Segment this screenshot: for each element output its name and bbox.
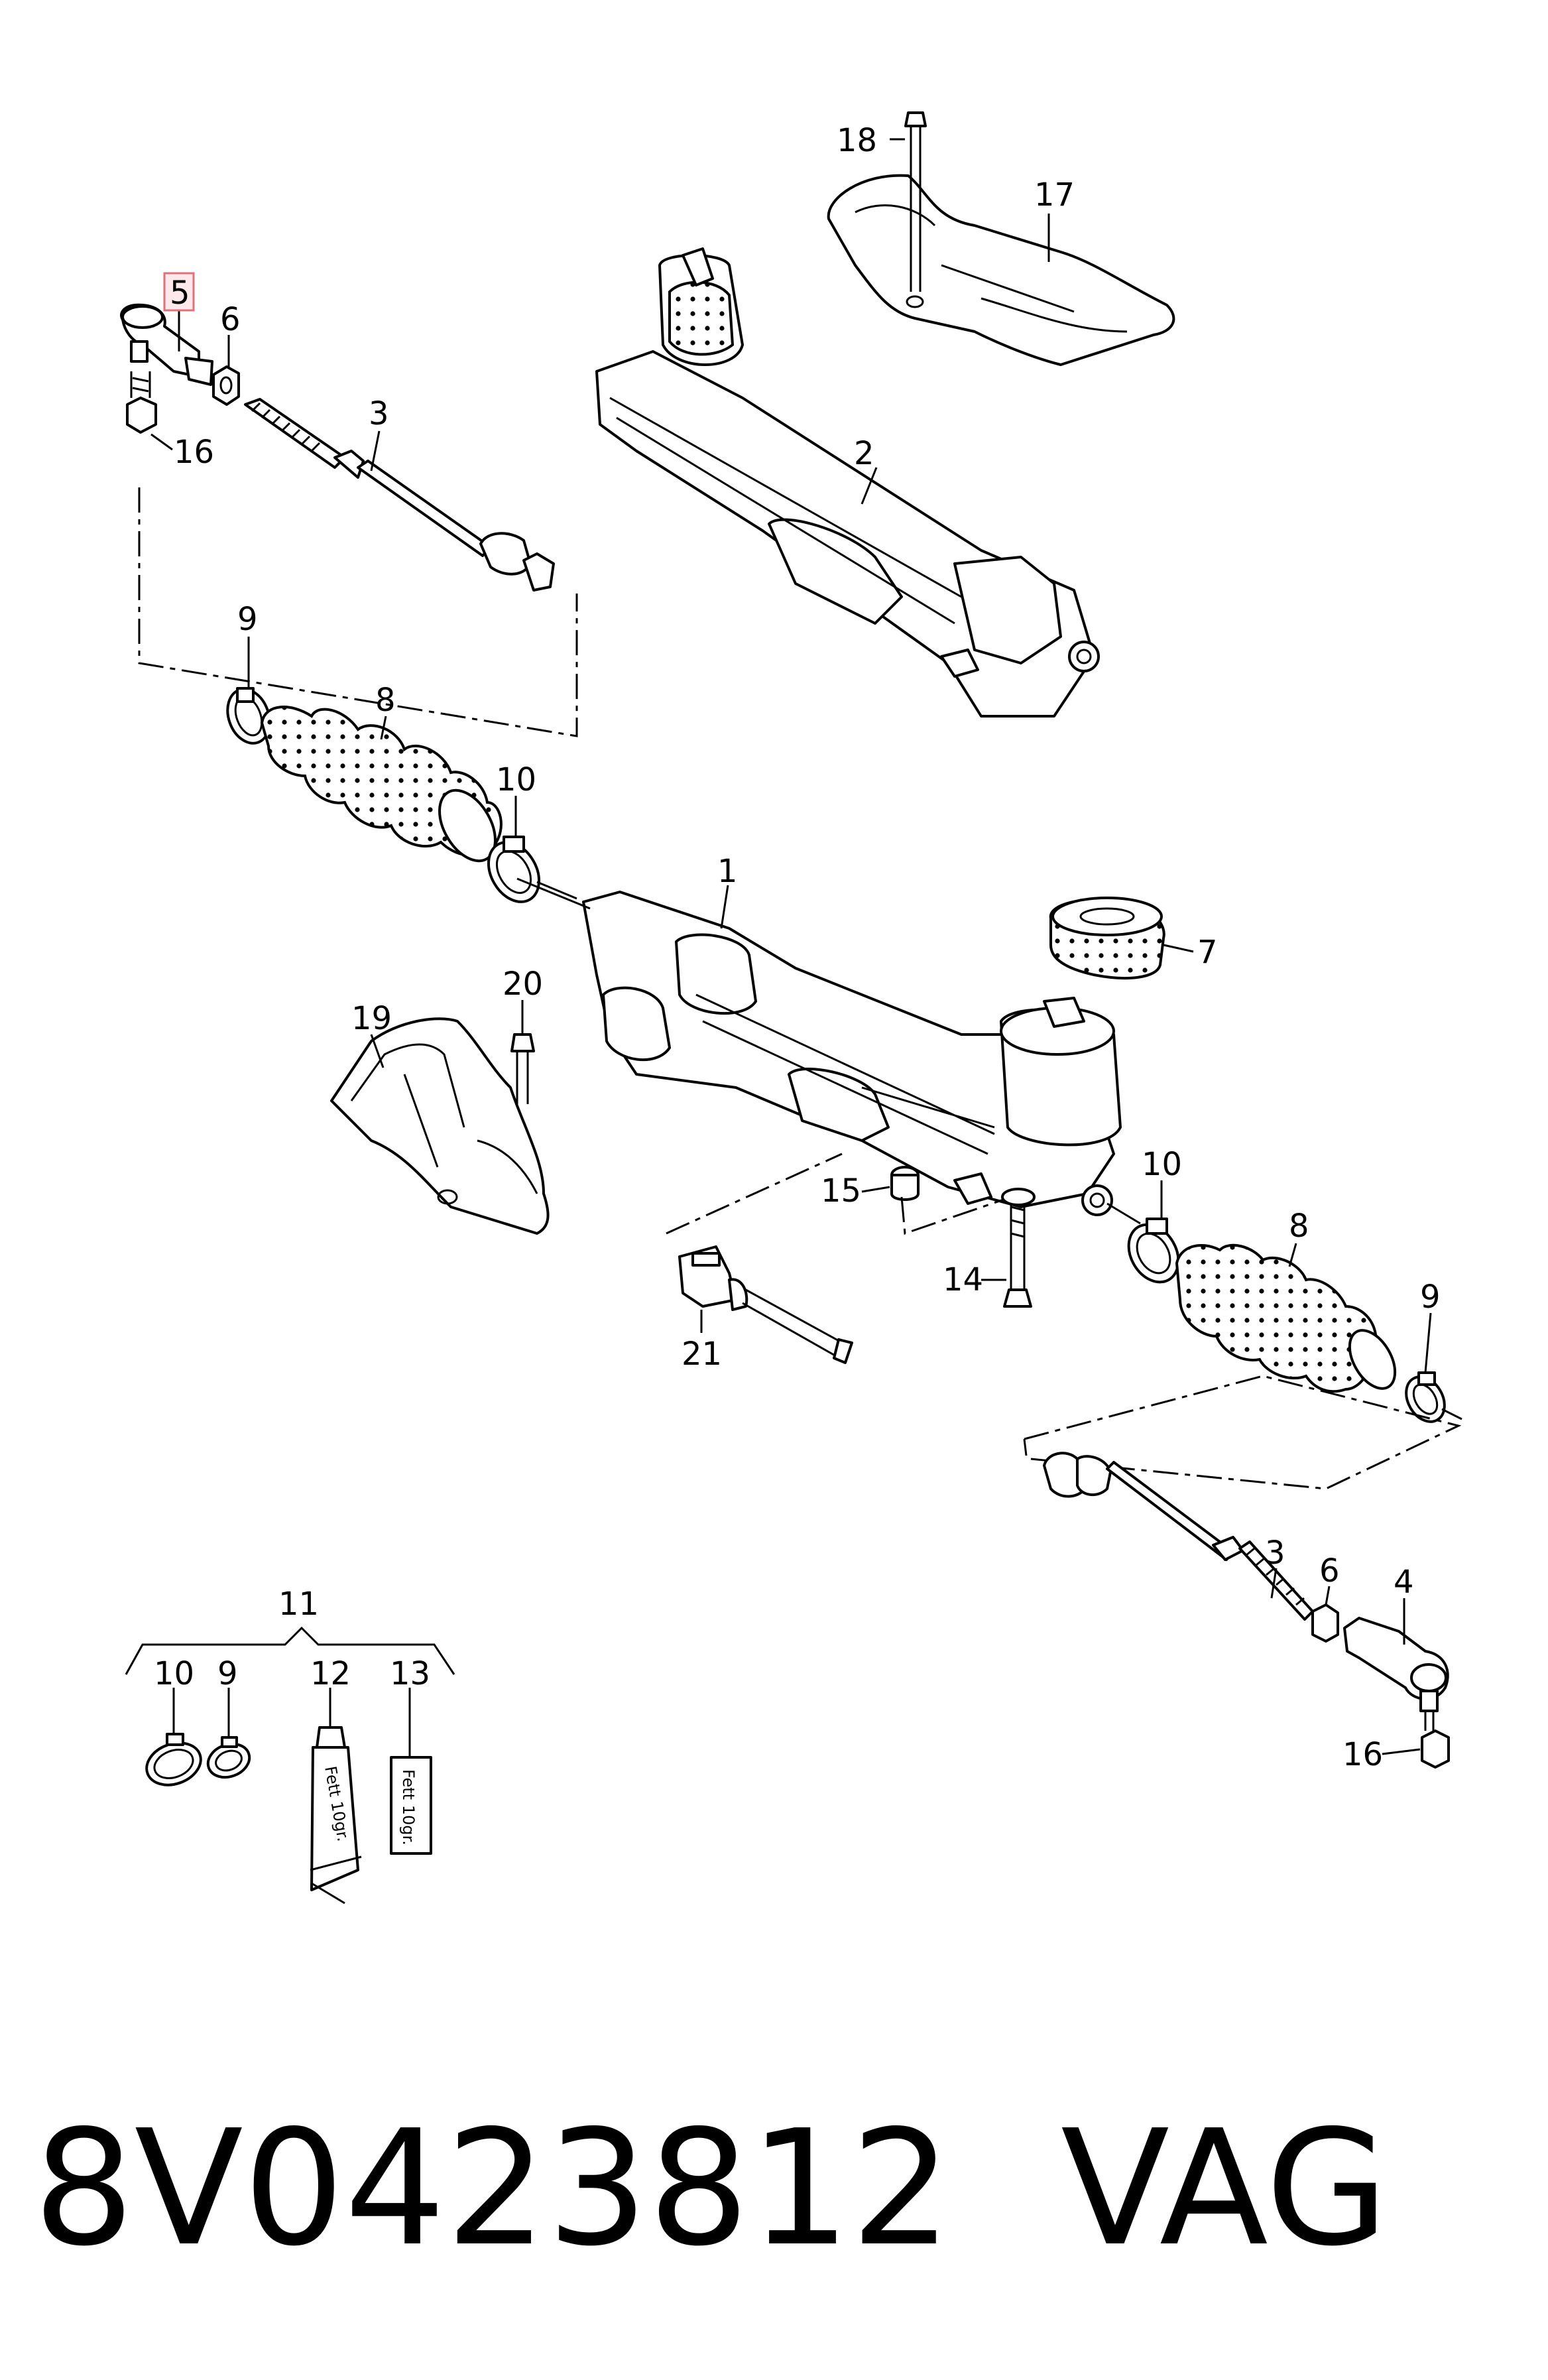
part-info-footer: 8V0423812 VAG: [33, 2089, 1525, 2301]
callout-10-kit[interactable]: 10: [154, 1655, 194, 1692]
callout-19[interactable]: 19: [351, 1000, 392, 1037]
clip-9-right[interactable]: [1398, 1370, 1452, 1428]
nut-16-left[interactable]: [126, 371, 157, 434]
kit-clamp-10[interactable]: [141, 1733, 206, 1792]
callout-10-left[interactable]: 10: [496, 761, 536, 798]
assembly-bracket-lower-right: [1023, 1375, 1462, 1490]
tie-rod-end-left[interactable]: [120, 303, 213, 386]
callout-16-lower[interactable]: 16: [1342, 1736, 1383, 1773]
callout-21[interactable]: 21: [682, 1336, 722, 1373]
highlight-box-5: [163, 272, 195, 312]
callout-2[interactable]: 2: [854, 435, 874, 472]
callout-labels: 5 6 16 3 2 17 18 9 8 10 1 7 19 20 15 14 …: [154, 122, 1441, 1773]
grease-packet-13[interactable]: Fett 10gr.: [390, 1756, 432, 1855]
leader-lines: [150, 138, 1432, 1757]
grease-tube-12[interactable]: Fett 10gr.: [310, 1726, 362, 1905]
kit-clip-9[interactable]: [204, 1736, 255, 1783]
steering-gear-housing[interactable]: [582, 891, 1122, 1216]
bolt-20[interactable]: [510, 1033, 535, 1104]
callout-18[interactable]: 18: [837, 122, 877, 159]
callout-10-right[interactable]: 10: [1142, 1146, 1182, 1183]
inner-tie-rod-left[interactable]: [244, 398, 555, 592]
nut-6-left[interactable]: [212, 365, 240, 406]
callout-3-lower[interactable]: 3: [1265, 1534, 1285, 1572]
grease-packet-label: Fett 10gr.: [399, 1769, 418, 1846]
callout-15[interactable]: 15: [821, 1172, 861, 1210]
steering-boot-left[interactable]: [260, 706, 506, 871]
callout-8-right[interactable]: 8: [1289, 1208, 1309, 1245]
callout-14[interactable]: 14: [943, 1261, 983, 1298]
brand-name: VAG: [1061, 2096, 1389, 2281]
plug-15[interactable]: [890, 1166, 920, 1201]
steering-rack-assembly[interactable]: [595, 247, 1100, 718]
callout-8-left[interactable]: 8: [375, 682, 396, 719]
part-number: 8V0423812: [33, 2096, 952, 2281]
callout-9-kit[interactable]: 9: [217, 1655, 238, 1692]
callout-13[interactable]: 13: [390, 1655, 430, 1692]
rack-axis-left: [516, 877, 591, 910]
clamp-10-left[interactable]: [479, 833, 550, 910]
heat-shield-left[interactable]: [330, 1017, 550, 1235]
clamp-10-right[interactable]: [1119, 1216, 1189, 1291]
callout-20[interactable]: 20: [503, 966, 543, 1003]
callout-6-lower[interactable]: 6: [1319, 1552, 1340, 1590]
callout-16-upper[interactable]: 16: [174, 434, 214, 471]
bolt-14[interactable]: [1001, 1188, 1036, 1308]
inner-tie-rod-right[interactable]: [1043, 1452, 1314, 1621]
sensor-connector[interactable]: [678, 1245, 853, 1364]
assembly-bracket-upper-left: [138, 487, 578, 737]
callout-6-upper[interactable]: 6: [220, 301, 241, 338]
steering-boot-right[interactable]: [1175, 1243, 1404, 1397]
callout-9-right[interactable]: 9: [1420, 1279, 1441, 1316]
kit-11-bracket: [125, 1626, 455, 1675]
callout-4[interactable]: 4: [1394, 1564, 1414, 1601]
callout-11[interactable]: 11: [278, 1586, 319, 1623]
callout-3-upper[interactable]: 3: [369, 395, 389, 432]
callout-7[interactable]: 7: [1197, 934, 1218, 971]
assembly-bracket-centre: [666, 1153, 1022, 1235]
clip-9-left[interactable]: [220, 683, 276, 749]
callout-12[interactable]: 12: [310, 1655, 351, 1692]
heat-shield-top[interactable]: [827, 174, 1175, 366]
bolt-18[interactable]: [904, 111, 927, 292]
nut-6-right[interactable]: [1311, 1603, 1339, 1643]
callout-9-left[interactable]: 9: [237, 601, 258, 638]
tie-rod-end-right[interactable]: [1343, 1617, 1449, 1731]
callout-1[interactable]: 1: [717, 853, 738, 890]
callout-5[interactable]: 5: [170, 275, 190, 312]
nut-16-right[interactable]: [1421, 1729, 1450, 1769]
rubber-mount[interactable]: [1049, 897, 1165, 979]
callout-17[interactable]: 17: [1034, 176, 1075, 214]
